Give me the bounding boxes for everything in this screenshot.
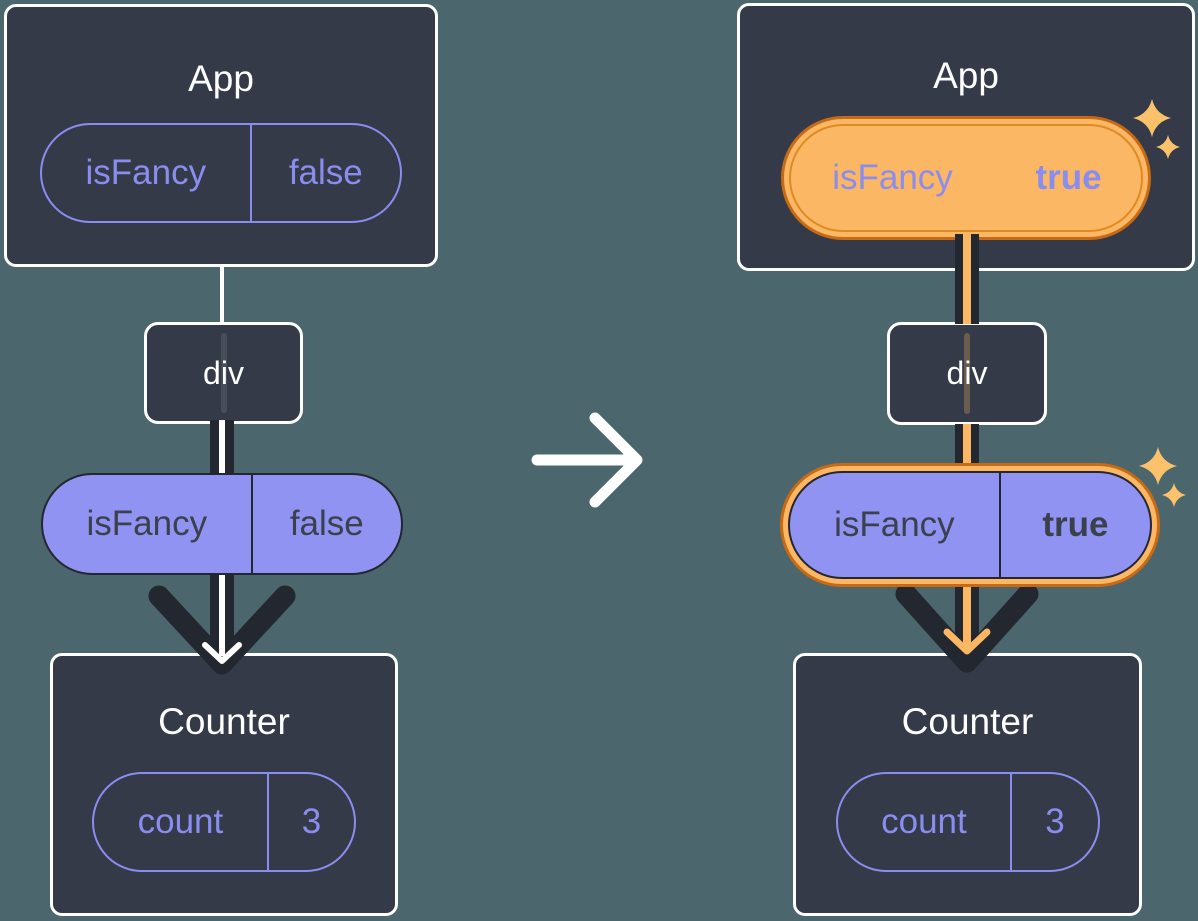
prop-name: isFancy [86,504,208,543]
prop-name: isFancy [834,505,955,544]
state-value: false [249,125,400,221]
div-element-card: div [887,322,1047,425]
state-name: count [881,802,967,841]
isfancy-state-pill: isFancy true [789,124,1143,232]
counter-component-card: Counter count 3 [793,653,1142,916]
state-name: isFancy [85,153,207,192]
counter-component-title: Counter [158,701,290,742]
highlight-ring: isFancy true [781,116,1151,240]
highlight-ring: isFancy true [780,463,1160,587]
count-state-pill: count 3 [835,772,1100,872]
app-component-title: App [188,58,254,99]
sparkle-icon [1139,447,1186,507]
count-state-pill: count 3 [92,772,356,872]
prop-value: false [250,475,401,573]
props-flow-arrow-icon [895,576,1039,673]
app-div-connector-line [219,265,224,325]
app-component-title: App [933,55,999,96]
app-component-card: App isFancy false [4,4,438,267]
transition-arrow-icon [531,412,643,508]
state-name: count [137,802,224,841]
counter-component-title: Counter [901,701,1034,742]
isfancy-state-pill: isFancy false [40,123,402,223]
passthrough-line [220,333,227,413]
app-component-card: App isFancy true [737,3,1195,271]
sparkle-icon [1133,99,1180,159]
div-label: div [946,355,988,391]
prop-value: true [998,473,1150,577]
state-value: true [994,126,1141,230]
state-value: 3 [266,774,354,870]
passthrough-line [964,333,970,414]
isfancy-prop-pill: isFancy false [41,473,403,575]
state-value: 3 [1010,774,1097,870]
counter-component-card: Counter count 3 [50,653,398,916]
div-label: div [203,354,244,391]
app-div-connector-line [955,234,979,324]
div-element-card: div [144,322,303,424]
state-name: isFancy [832,158,953,197]
isfancy-prop-pill: isFancy true [788,471,1152,579]
